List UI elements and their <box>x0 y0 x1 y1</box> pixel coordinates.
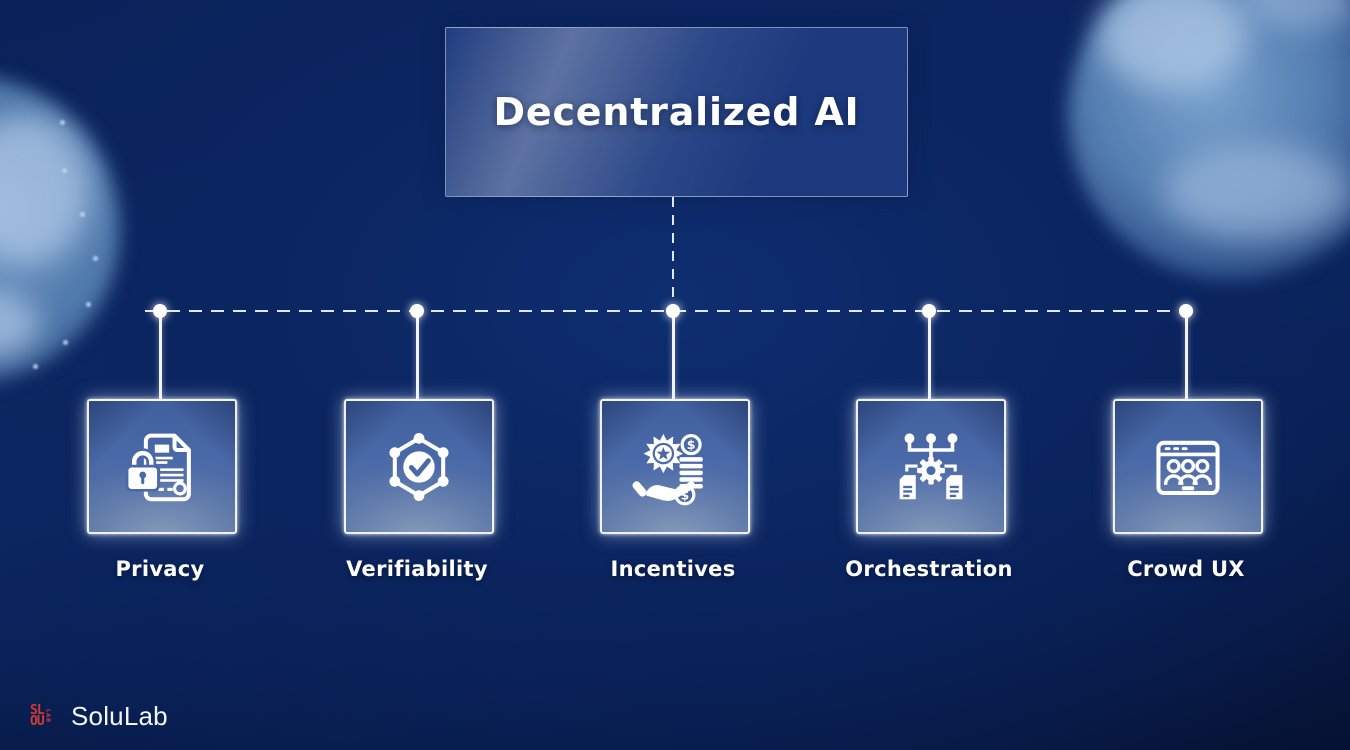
svg-text:$: $ <box>680 487 689 502</box>
node-label: Incentives <box>610 557 736 581</box>
brand-logo: SL OU LAB SoluLab <box>30 700 168 732</box>
drop-line <box>672 311 675 399</box>
globe-continent-blob <box>0 290 40 360</box>
svg-text:$: $ <box>687 437 696 452</box>
globe-image-right <box>1068 0 1350 280</box>
logo-glyph-side-text: LAB <box>44 709 51 723</box>
logo-glyph-row2: OU <box>30 714 45 729</box>
network-node-dot <box>33 364 38 369</box>
globe-continent-blob <box>1243 0 1350 30</box>
globe-continent-blob <box>1098 0 1248 90</box>
title-box: Decentralized AI <box>445 27 908 197</box>
globe-continent-blob <box>1163 145 1350 240</box>
node-label: Crowd UX <box>1127 557 1245 581</box>
gear-workflow-documents-icon <box>899 432 963 499</box>
node-box-privacy <box>87 399 237 534</box>
globe-continent-blob <box>0 115 90 265</box>
drop-line <box>416 311 419 399</box>
network-node-dot <box>63 340 68 345</box>
document-with-padlock-icon <box>125 433 191 501</box>
brand-name: SoluLab <box>71 700 168 731</box>
logo-glyph-letters: SL OU <box>30 702 45 729</box>
node-label: Orchestration <box>845 557 1013 581</box>
network-node-dot <box>86 302 91 307</box>
diagram-title: Decentralized AI <box>493 90 860 134</box>
drop-line <box>928 311 931 399</box>
network-node-dot <box>60 120 65 125</box>
network-node-dot <box>62 168 67 173</box>
hexagon-network-check-icon <box>389 432 449 501</box>
hand-reward-badge-coins-icon: $ $ <box>632 433 703 505</box>
solulab-logo-icon: SL OU LAB <box>30 700 62 732</box>
node-box-verifiability <box>344 399 494 534</box>
network-node-dot <box>80 212 85 217</box>
node-box-orchestration <box>856 399 1006 534</box>
node-label: Privacy <box>115 557 205 581</box>
node-label: Verifiability <box>346 557 488 581</box>
node-box-incentives: $ $ <box>600 399 750 534</box>
browser-window-users-icon <box>1156 440 1220 495</box>
network-node-dot <box>93 256 98 261</box>
logo-glyph-row1: SL <box>30 702 45 718</box>
drop-line <box>159 311 162 399</box>
connector-title-to-branch <box>672 197 674 311</box>
drop-line <box>1185 311 1188 399</box>
node-box-crowd-ux <box>1113 399 1263 534</box>
